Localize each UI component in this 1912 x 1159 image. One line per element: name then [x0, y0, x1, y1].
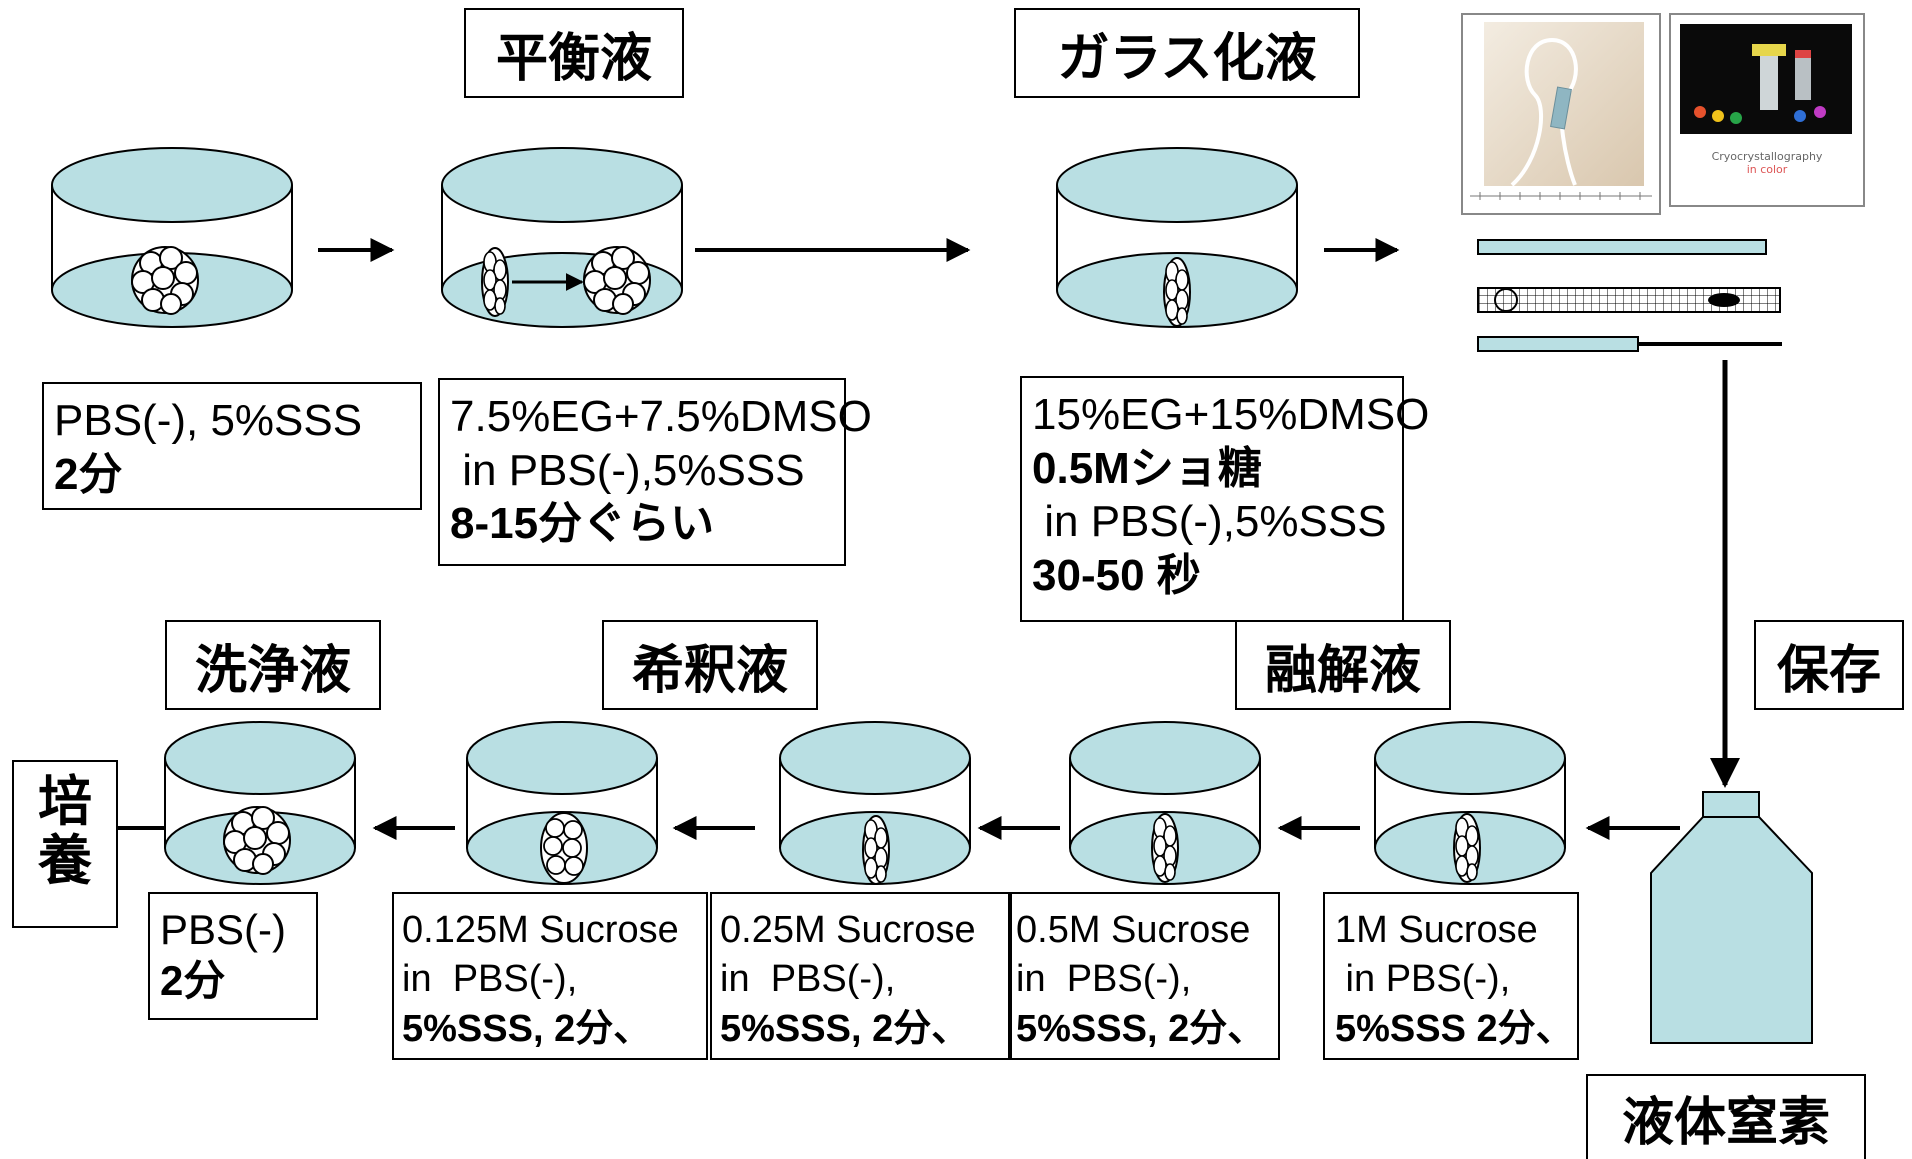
dish-thaw-1m [1374, 721, 1566, 885]
solution-box-vitrification: 15%EG+15%DMSO 0.5Mショ糖 in PBS(-),5%SSS 30… [1020, 376, 1430, 622]
solution-line: 0.5Mショ糖 [1032, 443, 1262, 493]
cryoloop-photo [1461, 13, 1661, 215]
solution-line: PBS(-), 5%SSS [54, 396, 363, 445]
solution-line: in PBS(-), [1016, 958, 1192, 1001]
embryo-icon [540, 812, 588, 884]
shrunken-embryo-icon [481, 247, 509, 317]
embryo-icon [223, 806, 291, 875]
solution-box-dilution-05m: 0.5M Sucrose in PBS(-), 5%SSS, 2分、 [1010, 892, 1280, 1060]
stage-label-equilibration: 平衡液 [464, 8, 684, 98]
embryo-icon [583, 246, 651, 315]
solution-line: in PBS(-), [402, 958, 578, 1001]
stage-label-culture: 培養 [12, 760, 118, 928]
dish-pbs [51, 147, 293, 328]
solution-line: 7.5%EG+7.5%DMSO [450, 392, 872, 441]
solution-line: PBS(-) [160, 906, 286, 953]
liquid-nitrogen-tank [1650, 791, 1813, 1044]
solution-line: 1M Sucrose [1335, 909, 1538, 951]
embryo-icon [131, 246, 199, 315]
shrunken-embryo-icon [1453, 813, 1481, 883]
stage-label-dilution: 希釈液 [602, 620, 818, 710]
solution-box-equilibration: 7.5%EG+7.5%DMSO in PBS(-),5%SSS 8-15分ぐらい [438, 378, 872, 566]
solution-line: 5%SSS, 2分、 [402, 1007, 652, 1050]
caption-line: Cryocrystallography [1711, 149, 1823, 163]
solution-line: in PBS(-), [1335, 958, 1511, 1001]
stage-label-washing: 洗浄液 [165, 620, 381, 710]
solution-line: 5%SSS, 2分、 [720, 1007, 970, 1050]
dish-equilibration [441, 147, 683, 328]
air-bubble [1708, 293, 1740, 307]
solution-box-dilution-025m: 0.25M Sucrose in PBS(-), 5%SSS, 2分、 [710, 892, 1010, 1060]
solution-line: in PBS(-),5%SSS [1032, 497, 1387, 547]
solution-line: 8-15分ぐらい [450, 499, 715, 549]
solution-box-thaw-1m: 1M Sucrose in PBS(-), 5%SSS 2分、 [1323, 892, 1579, 1060]
cryocrystallography-caption-area: Cryocrystallography in color [1670, 14, 1864, 206]
shrunken-embryo-icon [1163, 257, 1191, 327]
solution-line: 0.25M Sucrose [720, 909, 976, 951]
dish-vitrification [1056, 147, 1298, 328]
solution-line: 5%SSS, 2分、 [1016, 1007, 1266, 1050]
stage-label-storage: 保存 [1754, 620, 1904, 710]
dish-dilution-05m [1069, 721, 1261, 885]
solution-line: 2分 [160, 957, 226, 1005]
solution-line: 0.5M Sucrose [1016, 909, 1251, 951]
solution-line: 30-50 秒 [1032, 551, 1201, 601]
solution-line: in PBS(-),5%SSS [450, 445, 805, 495]
dish-wash [164, 721, 356, 885]
shrunken-embryo-icon [862, 815, 890, 885]
solution-box-dilution-0125m: 0.125M Sucrose in PBS(-), 5%SSS, 2分、 [392, 892, 708, 1060]
stage-label-vitrification: ガラス化液 [1014, 8, 1360, 98]
solution-box-wash: PBS(-) 2分 [148, 892, 318, 1020]
solution-line: 0.125M Sucrose [402, 909, 679, 951]
embryo-icon [1494, 288, 1518, 312]
dish-dilution-025m [779, 721, 971, 885]
solution-box-pbs: PBS(-), 5%SSS 2分 [42, 382, 422, 510]
culture-text: 培養 [38, 770, 92, 893]
caption-line: in color [1746, 162, 1788, 176]
straw-carrier [1477, 239, 1782, 352]
shrunken-embryo-icon [1151, 813, 1179, 883]
photo-caption: Cryocrystallography in color [1670, 150, 1864, 176]
dish-dilution-0125m [466, 721, 658, 885]
stage-label-liquid-nitrogen: 液体窒素 [1586, 1074, 1866, 1159]
solution-line: 2分 [54, 449, 123, 499]
stage-label-thawing: 融解液 [1235, 620, 1451, 710]
cryocrystallography-photo [1669, 13, 1865, 207]
solution-line: 5%SSS 2分、 [1335, 1007, 1574, 1050]
solution-line: 15%EG+15%DMSO [1032, 390, 1430, 439]
solution-line: in PBS(-), [720, 958, 896, 1001]
